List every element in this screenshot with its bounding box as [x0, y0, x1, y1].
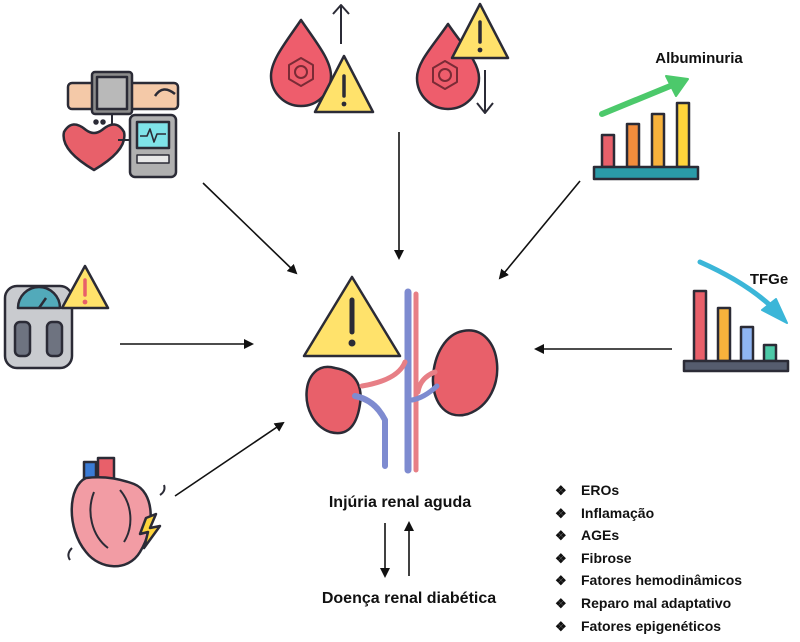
diamond-bullet-icon: ❖: [555, 573, 567, 589]
factor-item: ❖ Inflamação: [555, 502, 742, 525]
diamond-bullet-icon: ❖: [555, 528, 567, 544]
albuminuria-label: Albuminuria: [655, 50, 743, 67]
factor-label: AGEs: [581, 527, 620, 544]
tfge-label: TFGe: [750, 271, 788, 288]
arrows: [120, 132, 672, 578]
arrow-heart: [174, 421, 285, 497]
diamond-bullet-icon: ❖: [555, 550, 567, 566]
blood-glucose-high-warning-icon: [269, 4, 375, 114]
diamond-bullet-icon: ❖: [555, 618, 567, 634]
factor-item: ❖ Reparo mal adaptativo: [555, 592, 742, 615]
arrow-albuminuria: [498, 180, 581, 280]
factor-label: Reparo mal adaptativo: [581, 594, 732, 611]
factor-item: ❖ AGEs: [555, 524, 742, 547]
diamond-bullet-icon: ❖: [555, 505, 567, 521]
blood-pressure-monitor-icon: [62, 70, 180, 179]
arrow-bp: [202, 182, 298, 275]
factor-label: Fatores epigenéticos: [581, 617, 722, 634]
weight-scale-warning-icon: [3, 264, 110, 370]
dkd-label: Doença renal diabética: [322, 590, 496, 607]
factor-item: ❖ EROs: [555, 479, 742, 502]
factor-label: Fibrose: [581, 549, 632, 566]
factor-label: EROs: [581, 482, 620, 498]
factor-item: ❖ Fibrose: [555, 547, 742, 570]
kidneys-warning-icon: [302, 275, 499, 474]
falling-bar-chart-icon: [682, 259, 790, 373]
factor-label: Fatores hemodinâmicos: [581, 572, 743, 589]
rising-bar-chart-icon: [592, 75, 700, 181]
factor-item: ❖ Fatores epigenéticos: [555, 615, 742, 638]
diamond-bullet-icon: ❖: [555, 483, 567, 498]
factor-item: ❖ Fatores hemodinâmicos: [555, 569, 742, 592]
blood-glucose-low-warning-icon: [415, 2, 510, 114]
mechanism-factor-list: ❖ EROs ❖ Inflamação ❖ AGEs ❖ Fibrose ❖ Fatores he…: [555, 479, 742, 637]
diamond-bullet-icon: ❖: [555, 595, 567, 611]
factor-label: Inflamação: [581, 504, 655, 521]
heart-disease-icon: [67, 456, 166, 568]
aki-label: Injúria renal aguda: [329, 494, 471, 511]
